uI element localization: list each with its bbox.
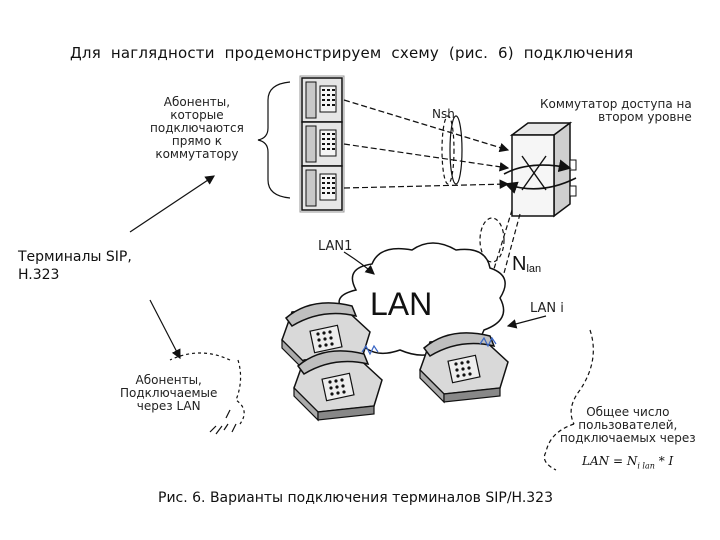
formula: LAN = Ni lan * I — [582, 454, 673, 470]
formula-sub: i lan — [637, 461, 655, 471]
desk-phone-2 — [293, 350, 383, 421]
lan-subscribers-label: Абоненты, Подключаемые через LAN — [120, 373, 218, 413]
direct-subscribers-label: Абоненты, которые подключаются прямо к к… — [150, 95, 244, 161]
nsh-ellipses — [441, 115, 463, 185]
brace-left — [257, 81, 291, 199]
figure-caption: Рис. 6. Варианты подключения терминалов … — [158, 490, 553, 506]
formula-main: LAN = N — [582, 454, 638, 468]
nsh-label: Nsh — [432, 107, 455, 121]
heading: Для наглядности продемонстрируем схему (… — [70, 44, 634, 62]
nlan-sub: lan — [526, 263, 541, 275]
lan1-label: LAN1 — [318, 239, 353, 254]
lani-label: LAN i — [530, 301, 564, 316]
nlan-label: Nlan — [512, 253, 541, 275]
terminals-label: Терминалы SIP, H.323 — [18, 249, 132, 283]
access-switch — [503, 121, 577, 218]
nlan-main: N — [512, 253, 526, 275]
lan-label: LAN — [370, 286, 433, 322]
wall-phone-stack — [299, 75, 345, 213]
switch-label: Коммутатор доступа на втором уровне — [540, 97, 692, 124]
formula-tail: * I — [654, 454, 674, 468]
total-users-label: Общее число пользователей, подключаемых … — [560, 405, 696, 445]
